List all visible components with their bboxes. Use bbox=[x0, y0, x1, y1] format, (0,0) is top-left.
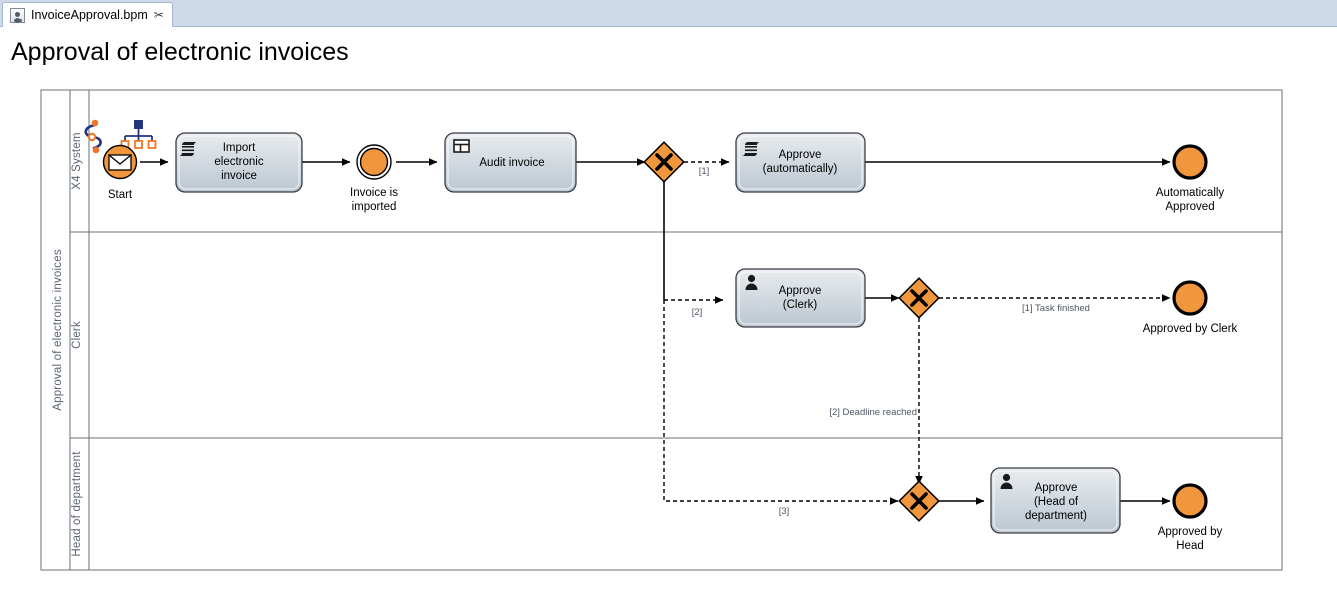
node-task-approve-head-of-department[interactable]: Approve (Head of department) bbox=[990, 467, 1121, 534]
page-title: Approval of electronic invoices bbox=[11, 38, 349, 66]
end-event-label-line-2: Head bbox=[1176, 540, 1204, 552]
task-label-line-2: (automatically) bbox=[763, 163, 838, 175]
diagram-canvas[interactable]: Approval of electronic invoices X4 Syste… bbox=[0, 72, 1337, 608]
edge-label-task-finished: [1] Task finished bbox=[1022, 303, 1090, 314]
edge-gateway-2-to-gateway-3: [2] Deadline reached bbox=[829, 318, 923, 485]
node-task-audit-invoice[interactable]: Audit invoice bbox=[444, 132, 577, 193]
start-event-label: Start bbox=[108, 189, 133, 201]
pipeline-decoration-icon bbox=[84, 119, 102, 154]
edge-label-branch-3: [3] bbox=[779, 506, 790, 517]
task-label-line-1: Approve bbox=[1035, 482, 1078, 494]
lane-head-of-department-label: Head of department bbox=[71, 451, 83, 557]
task-label-line-2: electronic bbox=[214, 156, 263, 168]
user-task-icon bbox=[745, 274, 758, 290]
node-end-event-approved-by-clerk[interactable]: Approved by Clerk bbox=[1143, 280, 1238, 335]
intermediate-event-label-line-2: imported bbox=[352, 201, 397, 213]
node-task-approve-automatically[interactable]: Approve (automatically) bbox=[735, 132, 866, 193]
end-event-label-approved-by-clerk: Approved by Clerk bbox=[1143, 323, 1238, 335]
edge-gateway-2-to-approved-by-clerk: [1] Task finished bbox=[939, 294, 1171, 314]
node-task-import-electronic-invoice[interactable]: Import electronic invoice bbox=[175, 132, 303, 193]
node-end-event-automatically-approved[interactable]: Automatically Approved bbox=[1156, 144, 1225, 213]
task-label-line-2: (Clerk) bbox=[783, 299, 818, 311]
task-label-audit-invoice: Audit invoice bbox=[479, 157, 544, 169]
task-label-line-3: invoice bbox=[221, 170, 257, 182]
script-task-icon bbox=[179, 142, 197, 156]
task-label-line-1: Approve bbox=[779, 285, 822, 297]
business-rule-icon bbox=[453, 139, 470, 153]
node-intermediate-event-invoice-is-imported[interactable]: Invoice is imported bbox=[350, 144, 398, 213]
tab-invoice-approval[interactable]: InvoiceApproval.bpm ✂ bbox=[2, 2, 173, 27]
end-event-label-line-1: Approved by bbox=[1158, 526, 1223, 538]
edge-gateway-1-to-approve-clerk: [2] bbox=[664, 296, 724, 318]
user-task-icon bbox=[1000, 473, 1013, 489]
node-gateway-exclusive-1[interactable] bbox=[643, 141, 685, 183]
end-event-label-line-1: Automatically bbox=[1156, 187, 1225, 199]
edge-gateway-1-to-approve-automatically: [1] bbox=[684, 158, 730, 177]
edge-label-branch-2: [2] bbox=[692, 307, 703, 318]
task-label-line-1: Approve bbox=[779, 149, 822, 161]
task-label-line-2: (Head of bbox=[1034, 496, 1079, 508]
hierarchy-decoration-icon bbox=[120, 120, 157, 149]
edge-label-branch-1: [1] bbox=[699, 166, 710, 177]
editor-tab-strip: InvoiceApproval.bpm ✂ bbox=[0, 0, 1337, 27]
pool-title: Approval of electronic invoices bbox=[52, 249, 64, 411]
task-label-line-3: department) bbox=[1025, 510, 1087, 522]
intermediate-event-label-line-1: Invoice is bbox=[350, 187, 398, 199]
node-start-event[interactable]: Start bbox=[102, 144, 138, 202]
node-gateway-exclusive-3[interactable] bbox=[898, 480, 940, 522]
script-task-icon bbox=[742, 142, 760, 156]
edge-gateway-1-to-gateway-3: [3] bbox=[663, 300, 899, 517]
node-end-event-approved-by-head[interactable]: Approved by Head bbox=[1158, 483, 1223, 552]
node-task-approve-clerk[interactable]: Approve (Clerk) bbox=[735, 268, 866, 328]
close-icon[interactable]: ✂ bbox=[153, 8, 164, 22]
edge-label-deadline-reached: [2] Deadline reached bbox=[829, 407, 917, 418]
file-bpm-icon bbox=[10, 7, 25, 23]
lane-clerk-label: Clerk bbox=[71, 321, 83, 349]
lane-x4-system-label: X4 System bbox=[71, 132, 83, 189]
node-gateway-exclusive-2[interactable] bbox=[898, 277, 940, 319]
tab-label: InvoiceApproval.bpm bbox=[31, 8, 148, 22]
end-event-label-line-2: Approved bbox=[1165, 201, 1214, 213]
task-label-line-1: Import bbox=[223, 142, 256, 154]
lane-clerk[interactable]: Clerk bbox=[70, 232, 1282, 439]
lane-x4-system[interactable]: X4 System bbox=[70, 90, 1282, 233]
lane-head-of-department[interactable]: Head of department bbox=[71, 438, 90, 570]
